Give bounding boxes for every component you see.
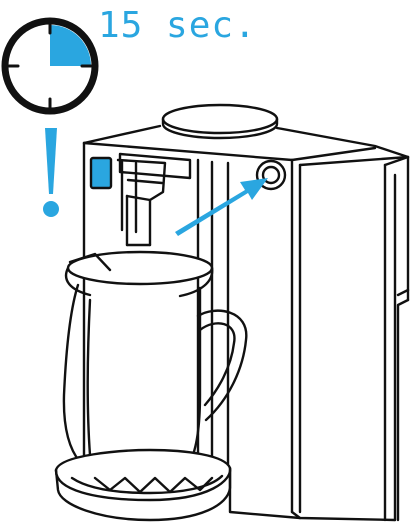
exclamation-icon	[43, 128, 59, 217]
kettle	[64, 252, 246, 473]
stopwatch-icon	[5, 21, 95, 111]
press-direction-arrow-icon	[175, 178, 268, 236]
indicator-light-icon	[91, 158, 111, 188]
drip-tray	[56, 450, 230, 520]
